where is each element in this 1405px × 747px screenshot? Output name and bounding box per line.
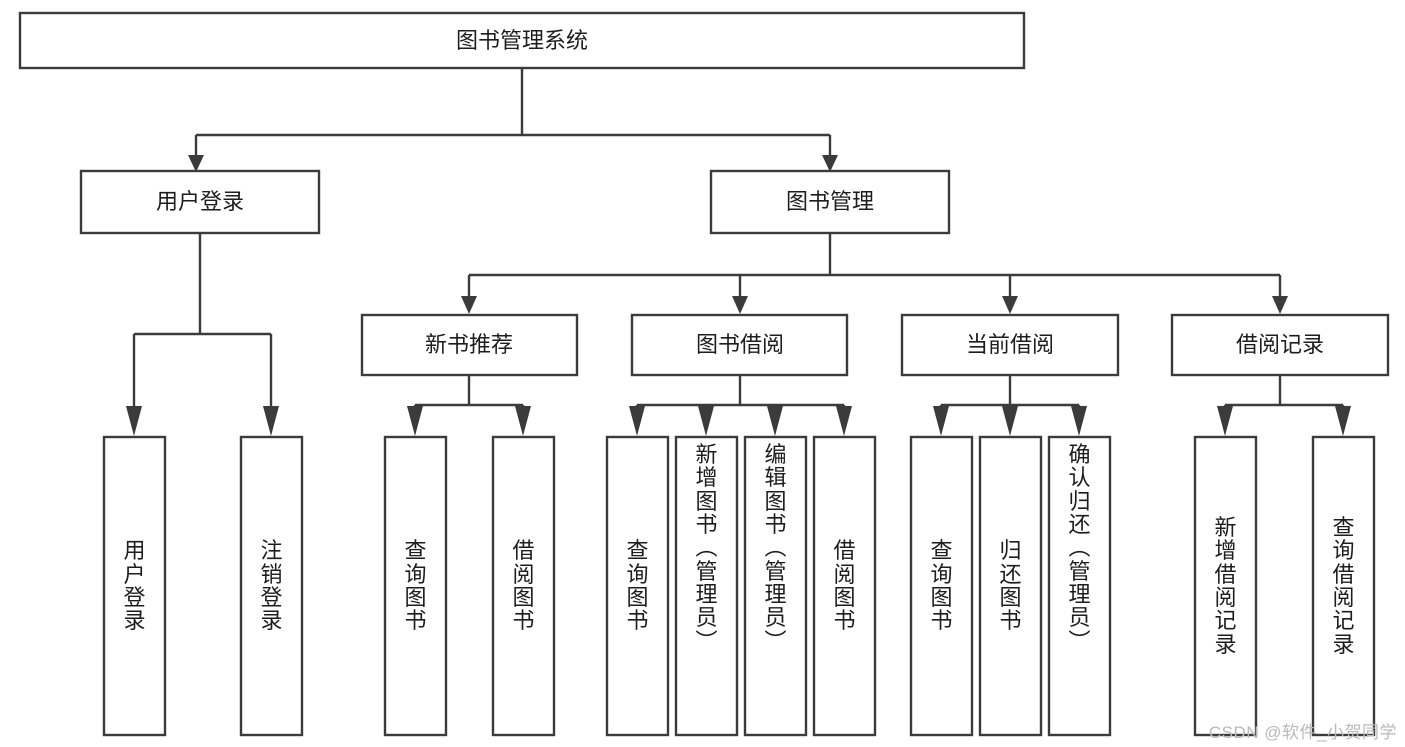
leaf-box-current-borrow-2[interactable]: [1047, 435, 1112, 737]
arrow-head-icon: [126, 406, 142, 436]
arrow-head-icon: [933, 406, 949, 436]
leaf-box-book-borrow-1[interactable]: [674, 435, 739, 737]
arrow-head-icon: [822, 155, 838, 172]
leaf-box-book-borrow-0[interactable]: [605, 435, 670, 737]
leaf-box-book-borrow-3[interactable]: [812, 435, 877, 737]
arrow-head-icon: [1002, 296, 1018, 314]
node-user-login[interactable]: 用户登录: [79, 169, 321, 235]
leaf-box-current-borrow-1[interactable]: [978, 435, 1043, 737]
node-user-login-label: 用户登录: [156, 189, 244, 214]
watermark: CSDN @软件_小贺同学: [1208, 723, 1397, 742]
leaf-box-borrow-record-0[interactable]: [1193, 435, 1258, 737]
connector-new-book-recommend-to-leaves: [407, 375, 531, 436]
arrow-head-icon: [1272, 296, 1288, 314]
leaf-box-new-book-1[interactable]: [491, 435, 556, 737]
arrow-head-icon: [1217, 406, 1233, 436]
arrow-head-icon: [1002, 406, 1018, 436]
connector-book-borrow-to-leaves: [629, 375, 852, 436]
node-root[interactable]: 图书管理系统: [18, 11, 1026, 70]
node-borrow-record-label: 借阅记录: [1236, 332, 1324, 357]
leaf-box-book-borrow-2[interactable]: [743, 435, 808, 737]
arrow-head-icon: [407, 406, 423, 436]
leaf-box-user-login-1[interactable]: [239, 435, 304, 737]
arrow-head-icon: [1335, 406, 1351, 436]
connector-borrow-record-to-leaves: [1217, 375, 1351, 436]
leaf-box-borrow-record-1[interactable]: [1311, 435, 1376, 737]
arrow-head-icon: [461, 296, 477, 314]
arrow-head-icon: [836, 406, 852, 436]
arrow-head-icon: [1071, 406, 1087, 436]
leaf-box-current-borrow-0[interactable]: [909, 435, 974, 737]
connector-root-to-level2: [188, 68, 838, 172]
arrow-head-icon: [629, 406, 645, 436]
connector-current-borrow-to-leaves: [933, 375, 1087, 436]
arrow-head-icon: [515, 406, 531, 436]
node-current-borrow-label: 当前借阅: [966, 332, 1054, 357]
arrow-head-icon: [767, 406, 783, 436]
node-current-borrow[interactable]: 当前借阅: [900, 313, 1120, 377]
leaf-box-user-login-0[interactable]: [102, 435, 167, 737]
node-new-book-recommend[interactable]: 新书推荐: [360, 313, 579, 377]
node-new-book-recommend-label: 新书推荐: [425, 332, 513, 357]
node-root-label: 图书管理系统: [456, 28, 588, 53]
arrow-head-icon: [698, 406, 714, 436]
node-book-borrow[interactable]: 图书借阅: [630, 313, 849, 377]
arrow-head-icon: [188, 155, 204, 172]
node-book-management[interactable]: 图书管理: [709, 169, 951, 235]
node-book-management-label: 图书管理: [786, 189, 874, 214]
node-book-borrow-label: 图书借阅: [696, 332, 784, 357]
arrow-head-icon: [732, 296, 748, 314]
arrow-head-icon: [263, 406, 279, 436]
connector-book-management-to-level3: [461, 233, 1288, 314]
connector-user-login-to-leaves: [126, 233, 279, 436]
node-borrow-record[interactable]: 借阅记录: [1170, 313, 1390, 377]
leaf-box-new-book-0[interactable]: [383, 435, 448, 737]
